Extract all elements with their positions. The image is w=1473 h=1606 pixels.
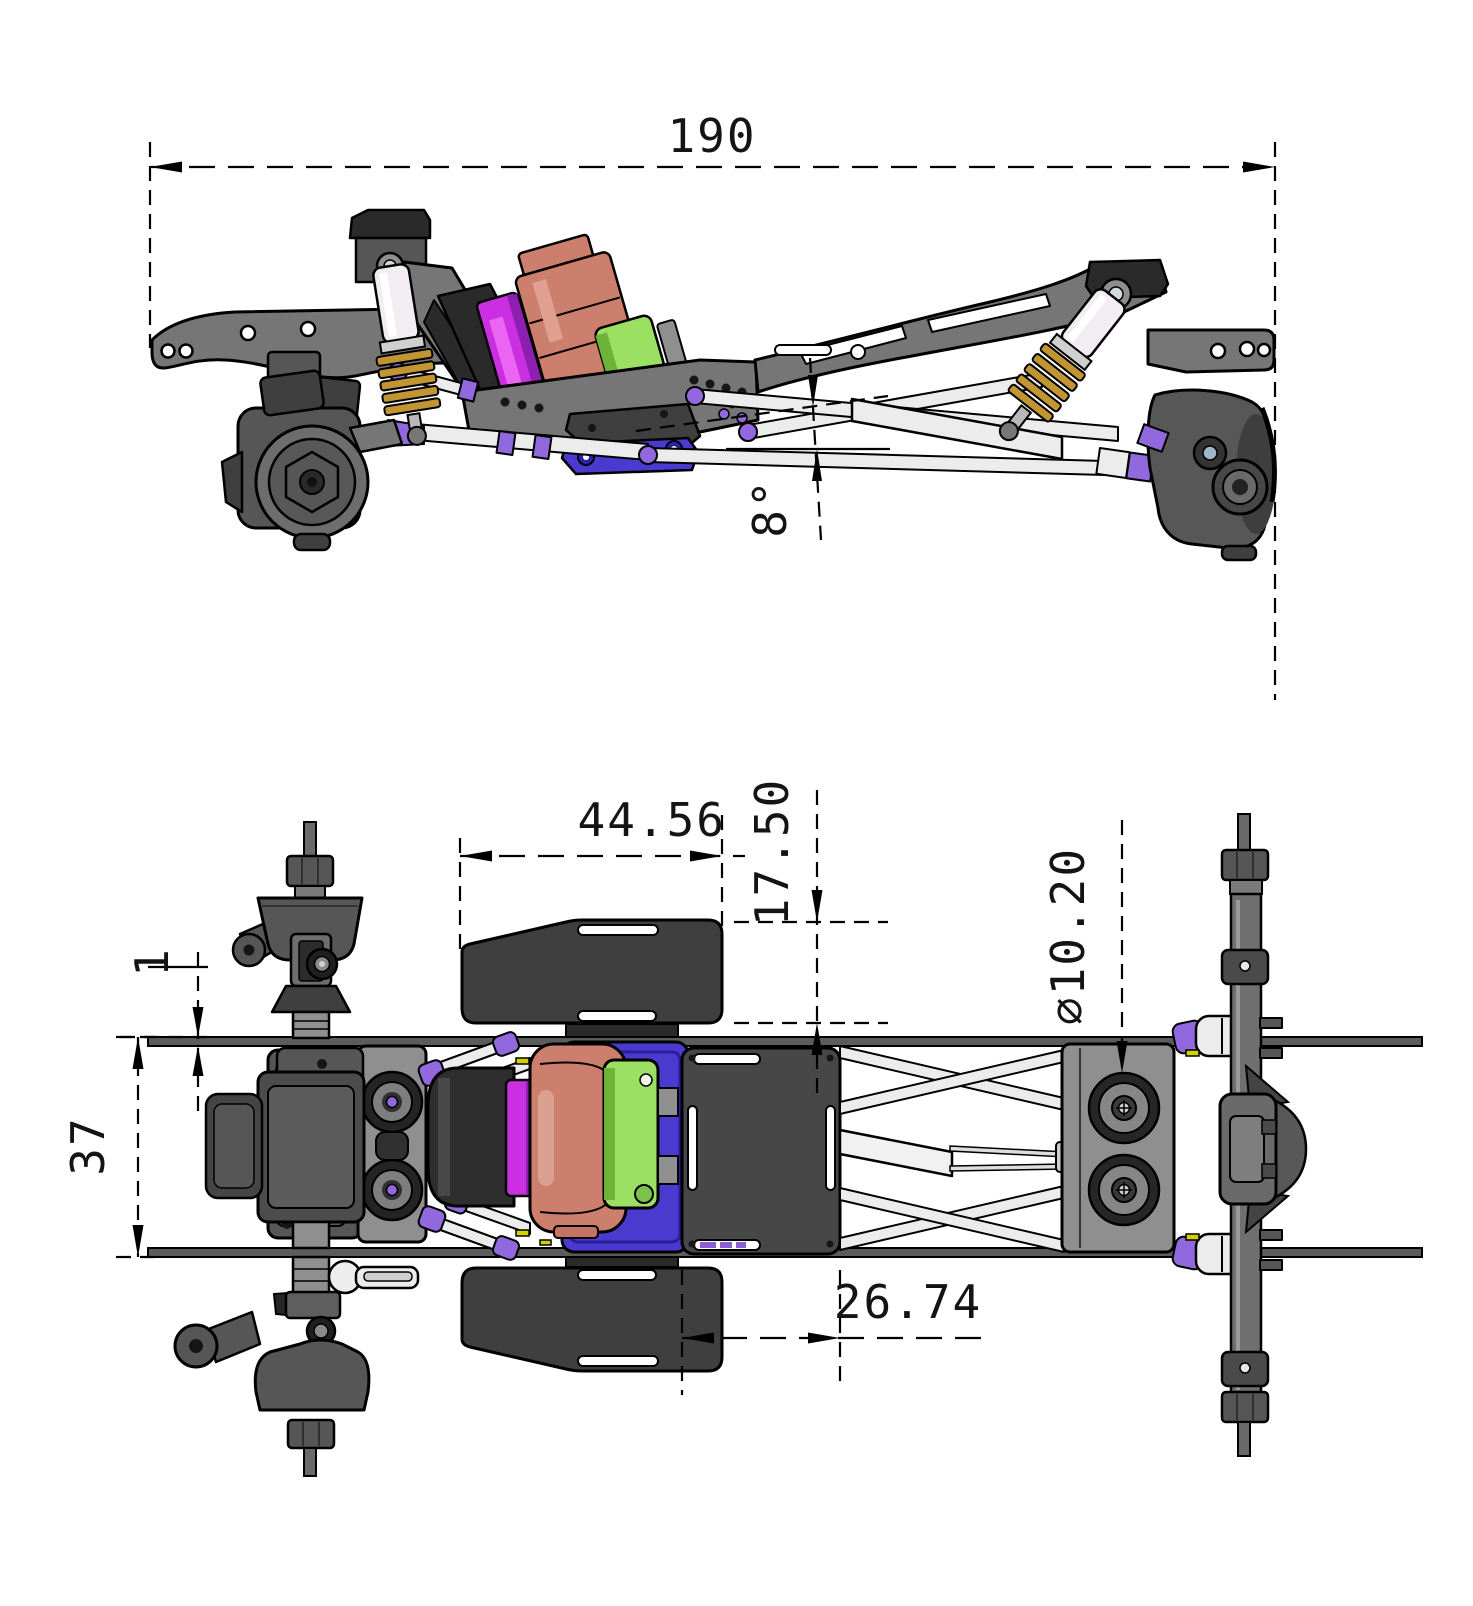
dim-overall-length: 190 [148,109,1277,700]
dim-rail-spacing: 37 [61,1035,160,1259]
side-view: 190 [148,109,1277,700]
rear-axle-top [1218,813,1308,1457]
motor-assembly-top [426,1040,690,1254]
dim-label-motor-span: 44.56 [578,793,726,847]
dim-label-rail-thickness: 1 [125,947,179,977]
rear-shock-tower [1084,258,1276,374]
dim-rake-angle: 8° [635,357,890,541]
dim-label-rail-spacing: 37 [61,1116,115,1175]
dim-motor-span: 44.56 [458,793,745,950]
dim-rail-thickness: 1 [120,947,214,1118]
drive-pulleys [1087,1071,1161,1227]
driveshaft-top [838,1128,954,1178]
front-axle-top [173,821,420,1477]
dim-label-shaft-diameter: ⌀10.20 [1041,847,1095,1025]
center-plate [680,1046,842,1256]
dim-label-skid-offset: 26.74 [834,1275,982,1329]
rear-axle [1136,388,1277,562]
dim-shaft-diameter: ⌀10.20 [1041,820,1128,1073]
dim-label-panel-height: 17.50 [745,778,799,926]
dim-panel-height: 17.50 [734,778,888,1100]
front-shock [372,263,442,446]
dim-label-rake-angle: 8° [743,478,797,537]
dim-label-overall-length: 190 [667,109,756,163]
top-view: 44.56 17.50 ⌀10.20 1 [61,778,1423,1477]
rear-chassis-arm [753,264,1168,394]
drive-links [838,1045,1071,1253]
rear-shock [998,288,1126,442]
front-axle [220,369,404,552]
body-panel-front [460,918,724,1043]
dim-skid-offset: 26.74 [680,1270,985,1395]
